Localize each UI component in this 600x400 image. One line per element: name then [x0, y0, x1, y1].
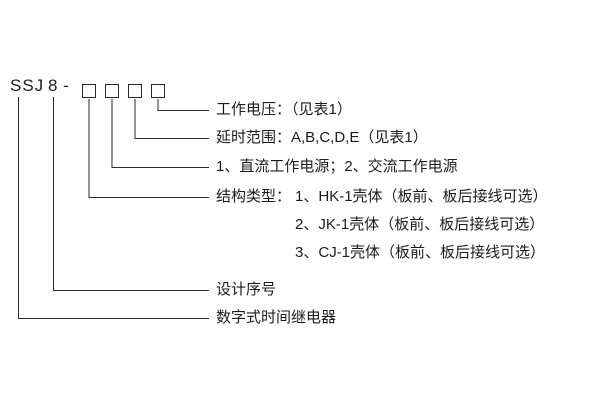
label-design-number: 设计序号 — [216, 281, 277, 298]
label-power-supply: 1、直流工作电源；2、交流工作电源 — [216, 158, 458, 175]
model-digit-box-4 — [151, 84, 165, 98]
connector-line-design — [53, 97, 209, 291]
connector-line-delay — [134, 99, 209, 139]
model-digit-box-1 — [82, 84, 96, 98]
structure-option-jk1: 2、JK-1壳体（板前、板后接线可选） — [295, 216, 545, 233]
label-structure-type-title: 结构类型： — [216, 188, 292, 205]
model-series-number: 8 — [48, 76, 59, 95]
connector-line-power — [111, 99, 209, 168]
connector-line-structure — [88, 99, 209, 198]
structure-type-options: 1、HK-1壳体（板前、板后接线可选） 2、JK-1壳体（板前、板后接线可选） … — [295, 189, 548, 261]
structure-option-hk1: 1、HK-1壳体（板前、板后接线可选） — [295, 188, 548, 205]
label-working-voltage: 工作电压：（见表1） — [216, 101, 352, 118]
label-delay-range: 延时范围：A,B,C,D,E（见表1） — [216, 129, 428, 146]
model-prefix: SSJ — [10, 76, 45, 95]
structure-option-cj1: 3、CJ-1壳体（板前、板后接线可选） — [295, 244, 546, 261]
model-digit-box-3 — [128, 84, 142, 98]
label-product-name: 数字式时间继电器 — [216, 309, 337, 326]
model-digit-box-2 — [105, 84, 119, 98]
structure-type-group: 结构类型： 1、HK-1壳体（板前、板后接线可选） 2、JK-1壳体（板前、板后… — [216, 189, 548, 261]
connector-line-voltage — [157, 99, 209, 111]
model-separator: - — [63, 76, 70, 95]
connector-line-product — [18, 97, 209, 319]
